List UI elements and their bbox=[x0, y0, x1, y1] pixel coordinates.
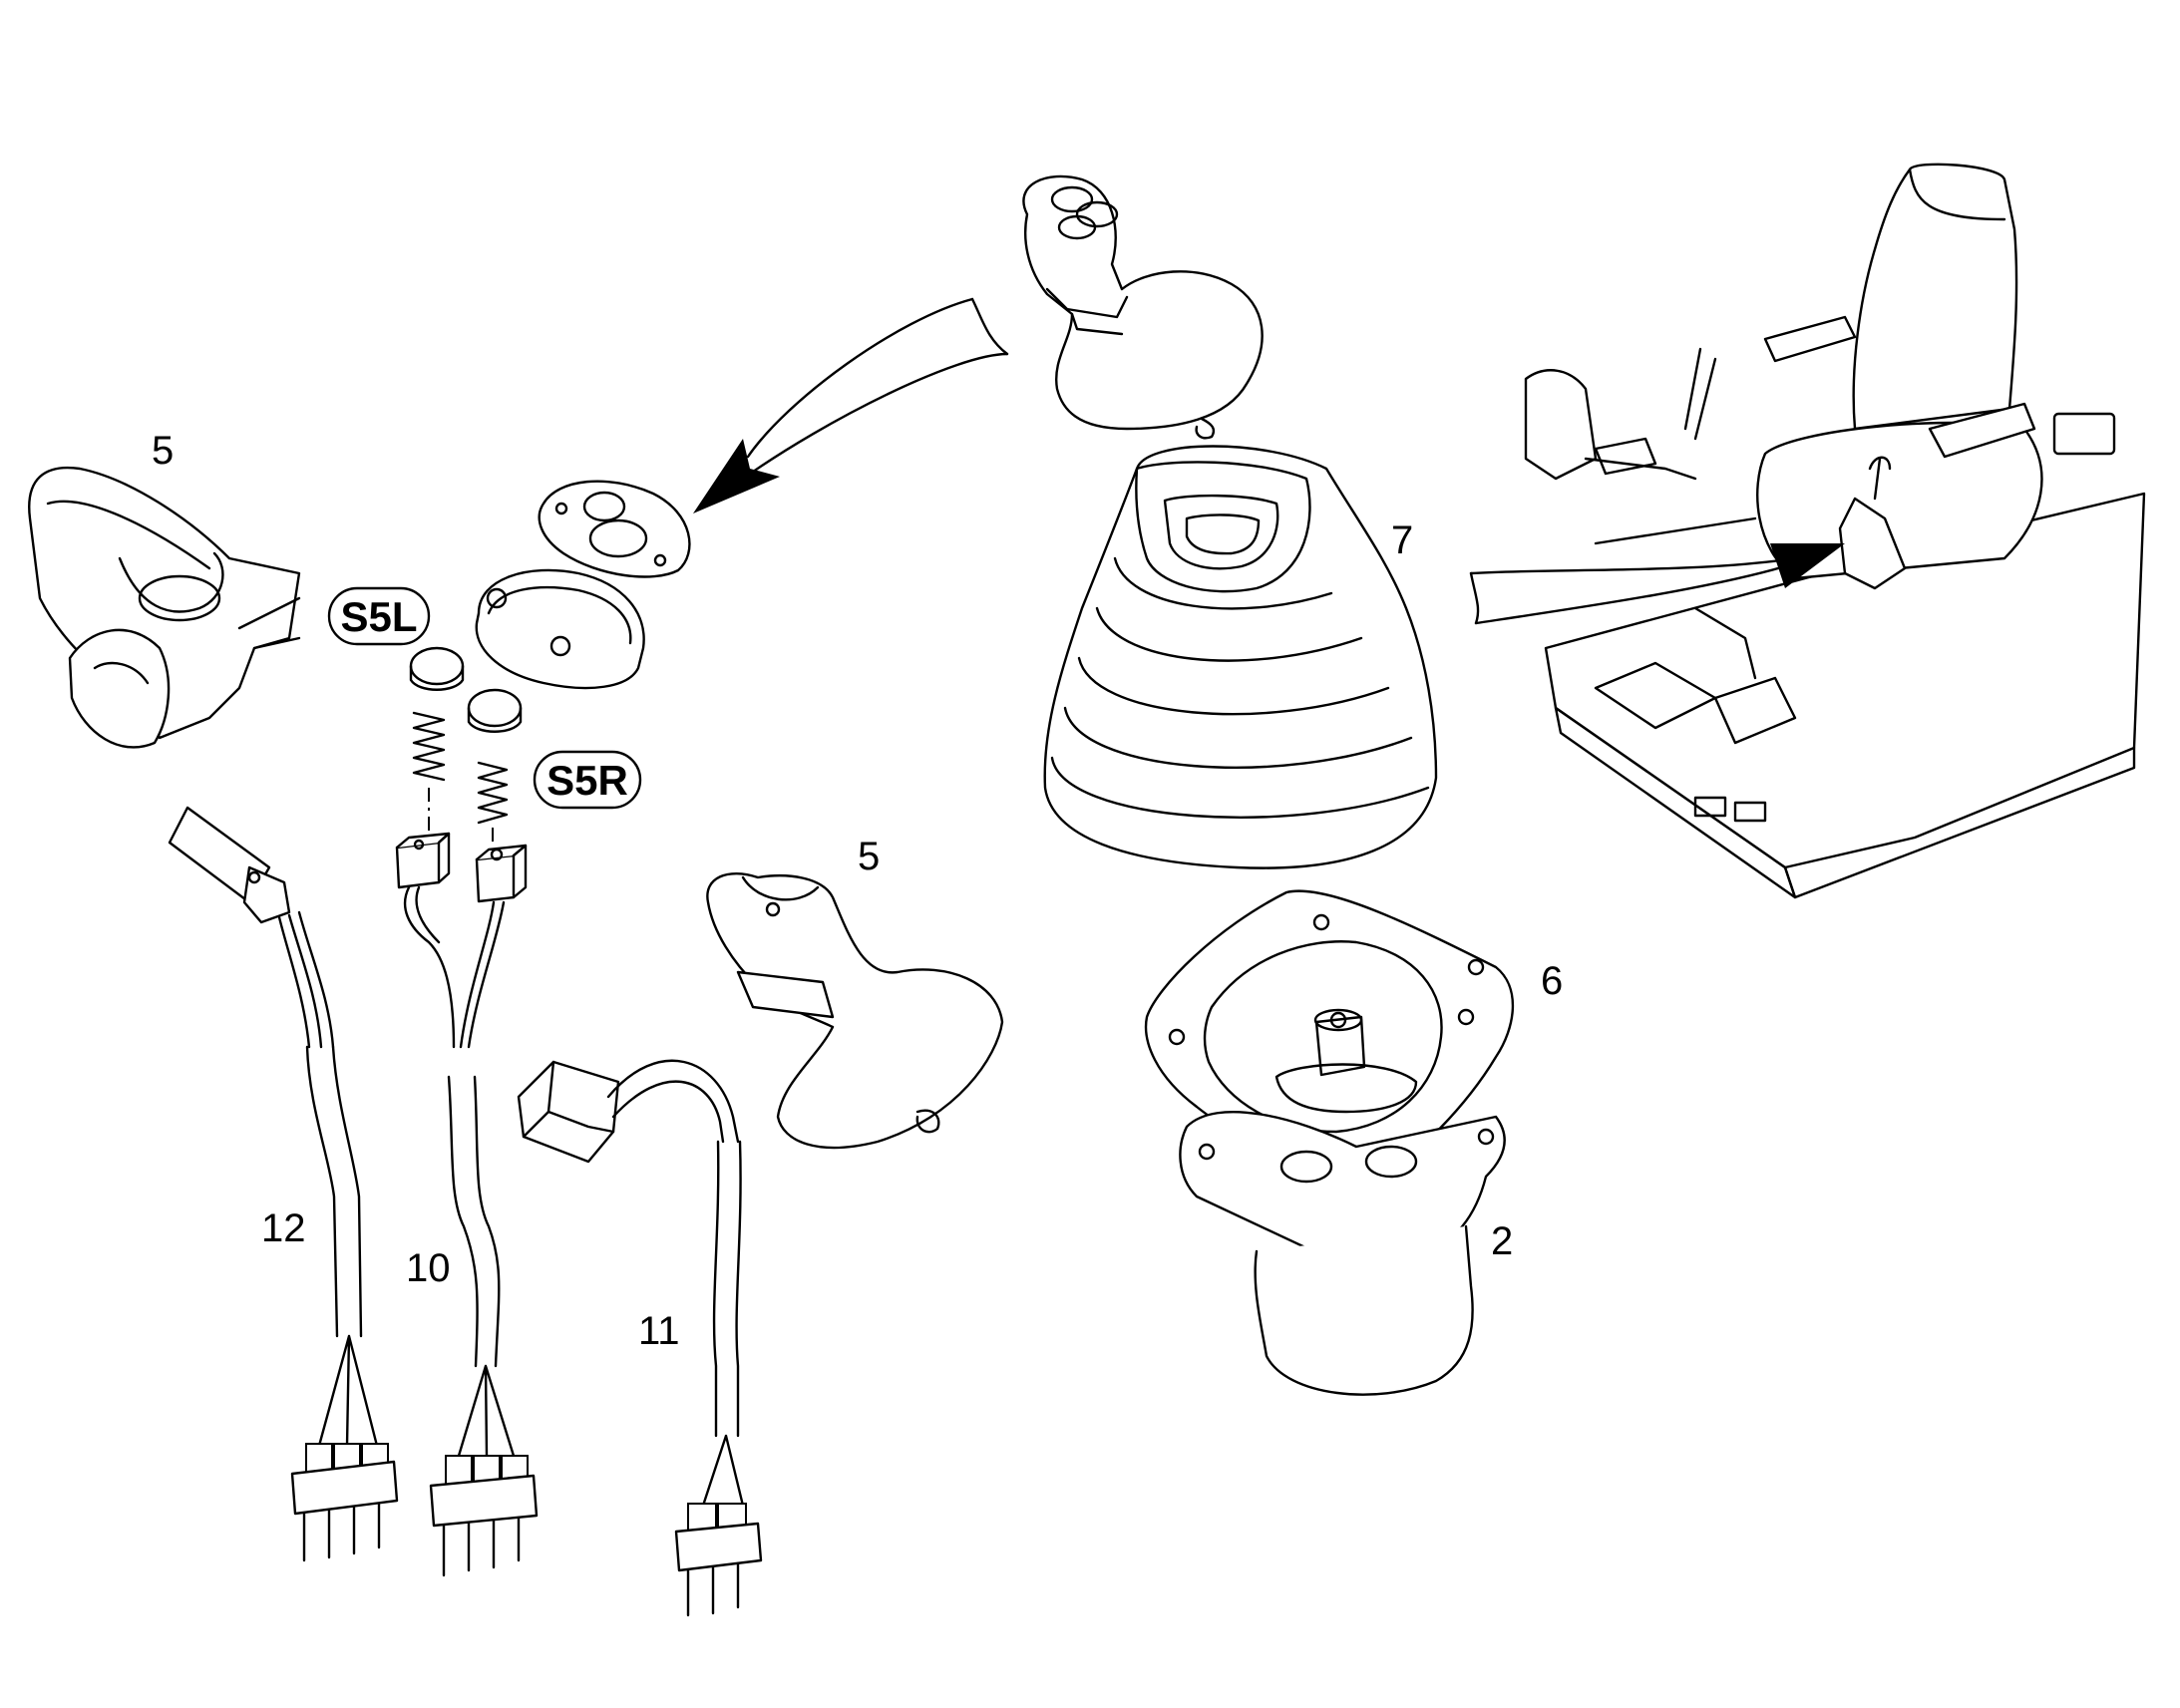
harness-12 bbox=[168, 806, 399, 1562]
label-part-11: 11 bbox=[638, 1309, 680, 1353]
label-part-6: 6 bbox=[1541, 959, 1563, 1003]
joystick-grip-assembled bbox=[1022, 174, 1264, 440]
spring-right bbox=[477, 761, 509, 825]
label-part-5-top: 5 bbox=[152, 429, 174, 473]
harness-10 bbox=[403, 885, 539, 1577]
push-button-right bbox=[467, 688, 523, 733]
callout-s5r-text: S5R bbox=[546, 757, 628, 804]
view-arrow-top bbox=[693, 297, 1009, 513]
grip-shell-right bbox=[706, 872, 1004, 1150]
switch-bezel-ring bbox=[475, 568, 645, 690]
callout-s5l: S5L bbox=[327, 586, 431, 646]
spring-left bbox=[412, 711, 446, 782]
microswitch-left bbox=[395, 832, 451, 889]
label-part-12: 12 bbox=[261, 1206, 306, 1250]
label-part-7: 7 bbox=[1391, 518, 1413, 562]
label-part-10: 10 bbox=[406, 1246, 451, 1290]
view-arrow-cab bbox=[1469, 543, 1845, 625]
label-part-5-bottom: 5 bbox=[858, 835, 880, 878]
label-part-2: 2 bbox=[1491, 1219, 1513, 1263]
switch-cover-plate bbox=[538, 480, 691, 578]
rubber-boot-bellows bbox=[1043, 445, 1438, 869]
cab-overview bbox=[1524, 163, 2146, 899]
pilot-valve-body bbox=[1179, 1008, 1506, 1396]
callout-s5r: S5R bbox=[533, 750, 642, 810]
push-button-left bbox=[409, 646, 465, 691]
callout-s5l-text: S5L bbox=[340, 593, 417, 640]
grip-shell-left bbox=[28, 466, 301, 749]
harness-11 bbox=[517, 1059, 763, 1617]
microswitch-right bbox=[475, 844, 528, 903]
